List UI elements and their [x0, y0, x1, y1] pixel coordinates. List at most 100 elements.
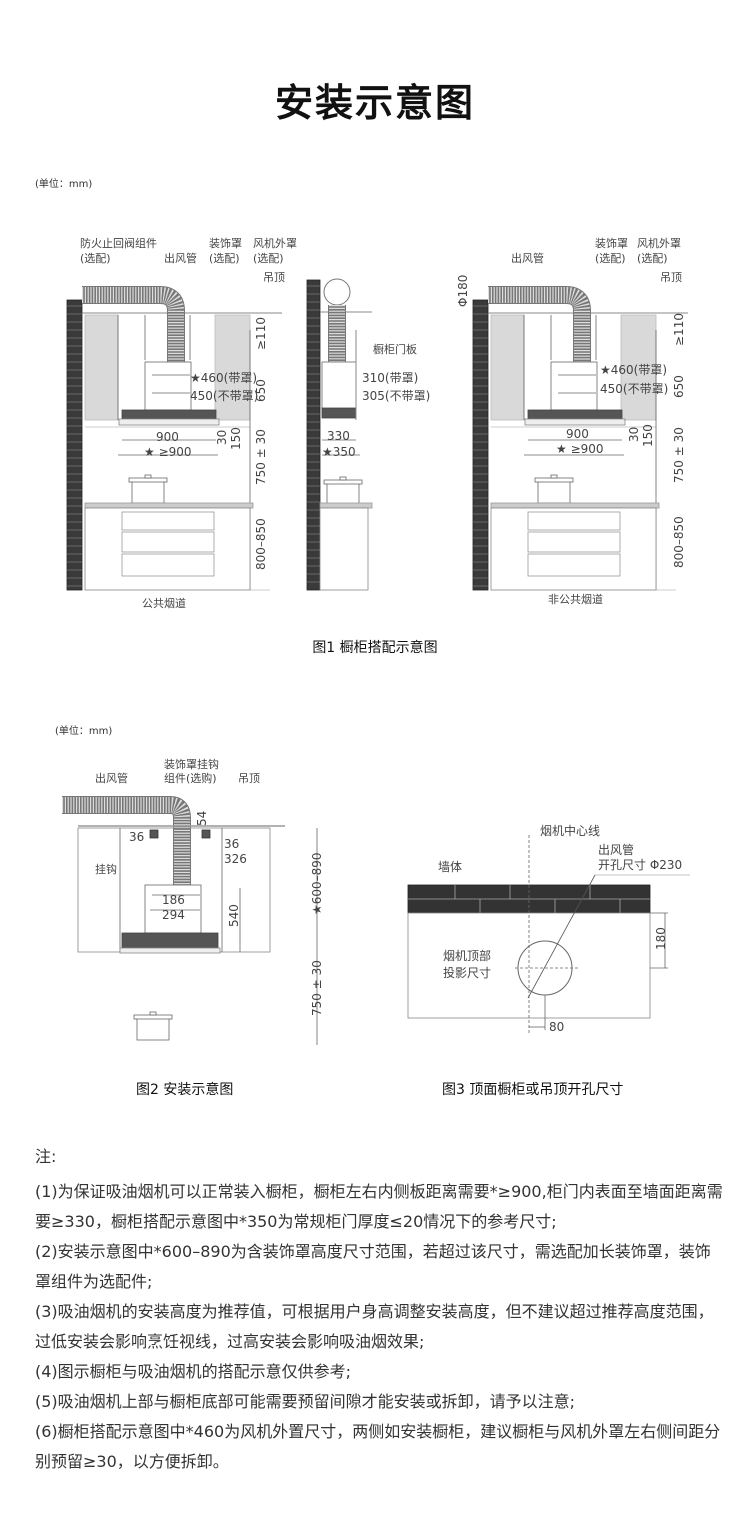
fan-housing: [144, 884, 202, 934]
label-ceiling: 吊顶: [660, 271, 682, 284]
duct-pipe: [62, 797, 190, 885]
hook-bracket: [149, 829, 159, 839]
dim-30: 30: [215, 429, 229, 445]
pot: [131, 480, 165, 504]
brick-wall: [472, 299, 489, 591]
drawer: [121, 511, 215, 531]
dim-800: 800–850: [254, 518, 268, 570]
dim-900: 900: [156, 430, 179, 444]
figure-1-caption: 图1 橱柜搭配示意图: [312, 640, 438, 656]
dim-750: 750 ± 30: [672, 427, 686, 483]
base-cabinet-side: [319, 507, 369, 591]
hood-panel-side: [321, 407, 357, 419]
dim-30: 30: [627, 426, 641, 442]
dim-750: 750 ± 30: [254, 429, 268, 485]
hood-panel: [527, 409, 623, 420]
dim-110: ≥110: [254, 317, 268, 350]
label-ceiling: 吊顶: [263, 271, 285, 284]
duct-ribs: [82, 287, 184, 362]
duct-ribs: [488, 287, 590, 362]
label-center-line: 烟机中心线: [540, 824, 601, 838]
label-optional: (选配): [595, 252, 626, 265]
brick-wall: [306, 279, 321, 591]
notes-heading: 注:: [35, 1147, 57, 1166]
drawer: [527, 511, 621, 531]
pot-lid: [534, 477, 574, 483]
hook-bracket: [201, 829, 211, 839]
dim-750: 750 ± 30: [310, 960, 324, 1016]
hood-panel: [121, 932, 219, 949]
upper-cabinet-right: [214, 314, 251, 421]
countertop: [319, 502, 373, 509]
fan-housing: [550, 361, 598, 411]
label-hook-assembly: 装饰罩挂钩: [164, 758, 219, 771]
dim-450: 450(不带罩): [600, 382, 669, 396]
label-cover: 装饰罩: [209, 237, 242, 250]
hood-base: [118, 418, 220, 426]
duct-pipe: [62, 796, 191, 885]
pot-handle: [550, 474, 558, 479]
fan-housing-side: [321, 361, 357, 411]
label-projection: 烟机顶部: [443, 949, 492, 963]
dim-54: 54: [195, 810, 209, 826]
dim-294: 294: [162, 908, 185, 922]
dim-150: 150: [229, 427, 243, 450]
dim-900: 900: [566, 427, 589, 441]
label-cover: 装饰罩: [595, 237, 628, 250]
label-duct: 出风管: [95, 772, 128, 785]
hood-base: [119, 947, 221, 954]
unit-label: (单位：mm): [35, 179, 93, 190]
dim-650: 650: [254, 379, 268, 402]
figure-3-caption: 图3 顶面橱柜或吊顶开孔尺寸: [442, 1082, 624, 1098]
pot-handle: [149, 1011, 157, 1016]
label-optional: (选配): [209, 252, 240, 265]
dim-186: 186: [162, 893, 185, 907]
dim-180: Φ180: [456, 274, 470, 307]
upper-cabinet-left: [490, 314, 525, 421]
dim-650: 650: [672, 375, 686, 398]
label-ceiling: 吊顶: [238, 772, 260, 785]
pot-lid: [128, 477, 168, 483]
label-optional: (选配): [253, 252, 284, 265]
countertop: [490, 502, 660, 509]
drawer: [527, 531, 621, 553]
label-fire-valve: 防火止回阀组件: [80, 237, 157, 250]
label-duct: 出风管: [598, 843, 635, 857]
countertop: [84, 502, 254, 509]
dim-36-left: 36: [129, 830, 145, 844]
dim-800: 800–850: [672, 516, 686, 568]
pot-lid: [133, 1014, 173, 1020]
note-item: (1)为保证吸油烟机可以正常装入橱柜，橱柜左右内侧板距离需要*≥900,柜门内表…: [35, 1182, 723, 1231]
dim-150: 150: [641, 424, 655, 447]
dim-350: ★350: [322, 445, 356, 459]
note-item: (5)吸油烟机上部与橱柜底部可能需要预留间隙才能安装或拆卸，请予以注意;: [35, 1392, 576, 1411]
label-optional: (选配): [637, 252, 668, 265]
note-item: (6)橱柜搭配示意图中*460为风机外置尺寸，两侧如安装橱柜，建议橱柜与风机外罩…: [35, 1422, 721, 1471]
hole-diameter-leader: [527, 874, 596, 999]
pot-handle: [144, 474, 152, 479]
dim-180: 180: [654, 927, 668, 950]
dim-600-890: ★600–890: [310, 852, 324, 915]
dim-460: ★460(带罩): [190, 371, 258, 385]
dim-110: ≥110: [672, 313, 686, 346]
dim-305: 305(不带罩): [362, 389, 431, 403]
dim-ge900: ★ ≥900: [556, 442, 604, 456]
note-item: (3)吸油烟机的安装高度为推荐值，可根据用户身高调整安装高度，但不建议超过推荐高…: [35, 1302, 714, 1351]
hood-base: [524, 418, 626, 426]
dim-450: 450(不带罩): [190, 389, 259, 403]
label-hook: 挂钩: [95, 863, 117, 876]
pot-handle: [339, 476, 347, 481]
public-flue-caption: 公共烟道: [142, 597, 186, 610]
pot: [326, 482, 360, 506]
hood-panel: [121, 409, 217, 420]
label-cabinet-door: 橱柜门板: [373, 343, 417, 356]
note-item: (2)安装示意图中*600–890为含装饰罩高度尺寸范围，若超过该尺寸，需选配加…: [35, 1242, 711, 1291]
dim-310: 310(带罩): [362, 371, 419, 385]
label-wall: 墙体: [438, 860, 463, 874]
page-title: 安装示意图: [274, 81, 475, 125]
fan-housing: [144, 361, 192, 411]
dim-36-right: 36: [224, 837, 240, 851]
pot: [136, 1017, 170, 1041]
dim-ge900: ★ ≥900: [144, 445, 192, 459]
